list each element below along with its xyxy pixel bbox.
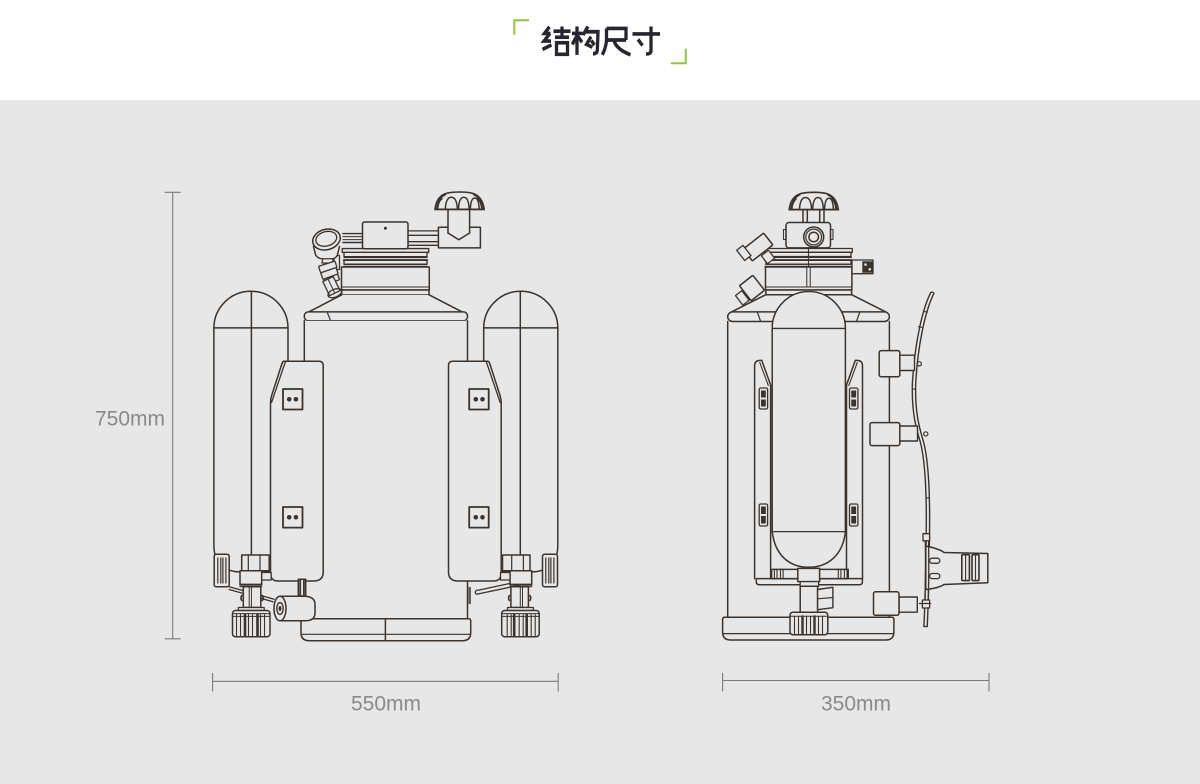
- svg-text:350mm: 350mm: [821, 693, 891, 716]
- svg-text:750mm: 750mm: [95, 408, 165, 431]
- svg-text:550mm: 550mm: [351, 693, 421, 716]
